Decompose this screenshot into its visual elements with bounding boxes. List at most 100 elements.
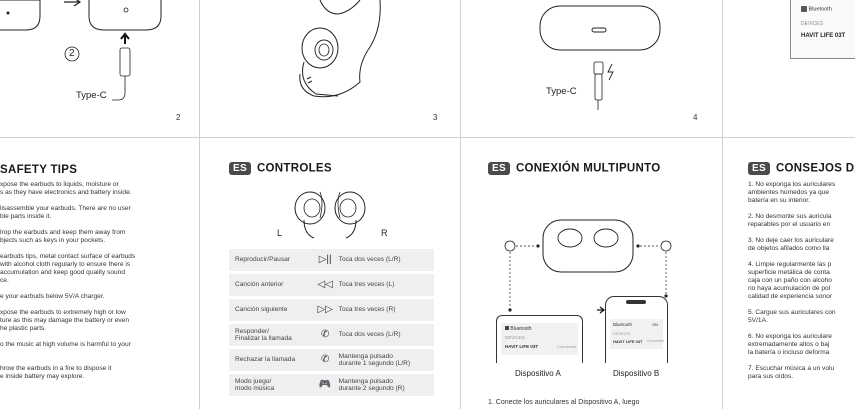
safety-line: earbuds tips, metal contact surface of e…: [0, 253, 136, 260]
consejos-line: calidad de experiencia sonor: [748, 293, 832, 300]
safety-line: xpose the earbuds to liquids, moisture o…: [0, 181, 119, 188]
safety-line: lisassemble your earbuds. There are no u…: [0, 205, 131, 212]
type-c-label: Type-C: [76, 90, 107, 101]
call-reject-icon: ✆: [315, 347, 335, 374]
consejos-line: la batería o incluso deforma: [748, 349, 830, 356]
control-action: Responder/ Finalizar la llamada: [229, 322, 316, 349]
control-action: Canción anterior: [229, 272, 316, 299]
safety-line: [0, 197, 135, 205]
consejos-line: 6. No exponga los auriculare: [748, 333, 832, 340]
control-action: Modo juego/ modo música: [229, 372, 316, 399]
control-action: Reproducir/Pausar: [229, 249, 316, 274]
safety-line: hrow the earbuds in a fire to dispose it: [0, 365, 112, 372]
devices-label: DEVICES: [613, 331, 631, 336]
table-row: Rechazar la llamada✆Mantenga pulsado dur…: [229, 347, 434, 374]
bt-label: Bluetooth: [510, 326, 532, 332]
safety-line: xpose the earbuds to extremely high or l…: [0, 309, 126, 316]
device-name: HAVIT LIFE 03T: [801, 33, 846, 39]
control-gesture: Toca dos veces (L/R): [334, 249, 434, 274]
row-divider: [0, 137, 855, 138]
bluetooth-icon: [801, 6, 807, 12]
consejos-line: reparables por el usuario en: [748, 221, 831, 228]
safety-line: [0, 245, 135, 253]
safety-line: ture as this may damage the battery or e…: [0, 317, 130, 324]
table-row: Reproducir/Pausar▷||Toca dos veces (L/R): [229, 249, 434, 274]
consejos-line: [748, 301, 836, 309]
consejos-line: 7. Escuchar música a un volu: [748, 365, 835, 372]
device-name: HAVIT LIFE 03T: [613, 339, 643, 344]
consejos-line: para sus oídos.: [748, 373, 794, 380]
consejos-line: ambientes húmedos ya que: [748, 189, 830, 196]
rewind-icon: ◁◁: [315, 272, 335, 299]
page-number: 4: [693, 113, 698, 122]
safety-line: [0, 285, 135, 293]
consejos-heading: ES CONSEJOS D: [748, 162, 854, 175]
control-gesture: Toca tres veces (R): [334, 297, 434, 324]
control-gesture: Toca dos veces (L/R): [334, 322, 434, 349]
consejos-line: 5. Cargue sus auriculares con: [748, 309, 836, 316]
safety-line: e your earbuds below 5V/A charger.: [0, 293, 105, 300]
play-pause-icon: ▷||: [315, 249, 335, 274]
consejos-line: [748, 205, 836, 213]
earbuds-touch-illustration: [294, 191, 366, 239]
consejos-line: de objetos afilados como lla: [748, 245, 830, 252]
consejos-line: [748, 229, 836, 237]
safety-line: [0, 333, 135, 341]
control-action: Rechazar la llamada: [229, 347, 316, 374]
multipunto-step-1: 1. Conecte los auriculares al Dispositiv…: [488, 399, 640, 406]
consejos-line: [748, 357, 836, 365]
controles-title: CONTROLES: [256, 162, 332, 175]
page-divider: [460, 0, 461, 409]
page-number: 2: [176, 113, 181, 122]
safety-text: xpose the earbuds to liquids, moisture o…: [0, 181, 135, 381]
left-label: L: [277, 228, 283, 238]
safety-title: SAFETY TIPS: [0, 164, 78, 176]
consejos-title: CONSEJOS D: [775, 162, 855, 175]
consejos-line: 3. No deje caer los auriculare: [748, 237, 834, 244]
consejos-line: 2. No desmonte sus auricula: [748, 213, 832, 220]
fast-forward-icon: ▷▷: [315, 297, 335, 324]
bluetooth-label: Bluetooth: [808, 6, 832, 13]
language-badge: ES: [748, 162, 770, 175]
consejos-line: no haya acumulación de pol: [748, 285, 831, 292]
table-row: Responder/ Finalizar la llamada✆Toca dos…: [229, 322, 434, 349]
type-c-label: Type-C: [546, 86, 577, 97]
controles-heading: ES CONTROLES: [229, 162, 332, 175]
device-name: HAVIT LIFE 03T: [505, 344, 539, 349]
connection-status: Connected: [647, 339, 664, 343]
consejos-line: 5V/1A.: [748, 317, 768, 324]
safety-line: e inside battery may explore.: [0, 373, 85, 380]
consejos-line: [748, 325, 836, 333]
safety-line: o the music at high volume is harmful to…: [0, 341, 131, 348]
consejos-line: [748, 253, 836, 261]
safety-line: [0, 349, 135, 357]
table-row: Modo juego/ modo música🎮Mantenga pulsado…: [229, 372, 434, 399]
charging-illustration: [0, 0, 162, 101]
consejos-line: extremadamente altos o baj: [748, 341, 830, 348]
safety-line: accumulation and keep good quality sound: [0, 269, 126, 276]
safety-line: [0, 357, 135, 365]
phone-b: Bluetooth ON DEVICES HAVIT LIFE 03T Conn…: [605, 296, 668, 363]
safety-line: ce.: [0, 277, 9, 284]
case-charging-illustration: [539, 5, 661, 110]
consejos-line: 1. No exponga los auriculares: [748, 181, 836, 188]
multipoint-illustration: [504, 219, 672, 314]
table-row: Canción anterior◁◁Toca tres veces (L): [229, 272, 434, 299]
right-label: R: [381, 228, 388, 238]
safety-line: lrop the earbuds and keep them away from: [0, 229, 126, 236]
phone-screen-mock: Bluetooth DEVICES HAVIT LIFE 03T: [790, 0, 855, 59]
safety-line: bjects such as keys in your pockets.: [0, 237, 106, 244]
device-b-label: Dispositivo B: [613, 369, 660, 378]
step-number: 2: [69, 48, 75, 59]
control-gesture: Toca tres veces (L): [334, 272, 434, 299]
bt-label: Bluetooth: [613, 322, 633, 327]
control-gesture: Mantenga pulsado durante 1 segundo (L/R): [334, 347, 434, 374]
phone-notch: [626, 300, 646, 304]
consejos-line: caja con un paño con alcoho: [748, 277, 832, 284]
safety-line: [0, 221, 135, 229]
language-badge: ES: [229, 162, 251, 175]
toggle-state: ON: [652, 322, 658, 327]
devices-label: DEVICES: [801, 21, 823, 27]
